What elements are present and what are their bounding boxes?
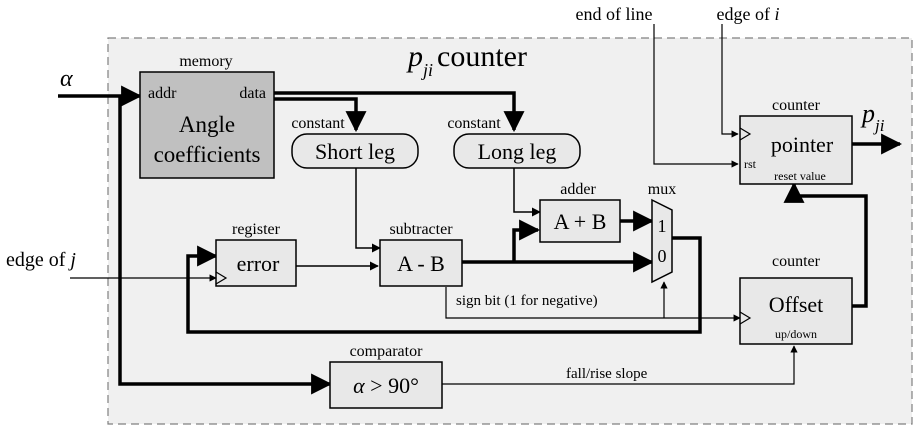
memory-line1: Angle (179, 112, 235, 137)
edge-i-wire (721, 24, 739, 138)
sign-bit-label: sign bit (1 for negative) (456, 293, 598, 309)
comparator-text: α > 90° (353, 373, 419, 398)
mux-feedback-wire (186, 236, 702, 334)
subtracter-label: subtracter (389, 221, 453, 238)
pointer-text: pointer (771, 132, 834, 157)
edge-of-j-label: edge of j (6, 249, 76, 271)
register-text: error (237, 251, 280, 276)
short-leg-block: constant Short leg (291, 115, 419, 169)
alpha-input-label: α (60, 66, 73, 92)
comparator-block: comparator α > 90° (329, 343, 443, 409)
pointer-reset-value: reset value (774, 169, 826, 183)
register-clock-mark (215, 271, 228, 285)
memory-block: memory addr data Angle coefficients (139, 53, 275, 179)
subtracter-text: A - B (397, 251, 445, 276)
adder-label: adder (560, 181, 596, 198)
short-leg-text: Short leg (315, 139, 395, 164)
comparator-label: comparator (350, 343, 424, 360)
output-label: pji (860, 99, 885, 135)
register-block: register error (215, 221, 297, 287)
short-leg-box (291, 133, 419, 169)
long-leg-constant-label: constant (447, 115, 501, 132)
data-to-short-leg-wire (274, 97, 367, 133)
pointer-rst: rst (744, 157, 757, 171)
pointer-counter-block: counter pointer rst reset value (739, 97, 853, 185)
offset-updown: up/down (775, 327, 817, 341)
subtracter-to-adder-wire (512, 219, 541, 262)
mux-label: mux (648, 181, 676, 198)
register-box (215, 239, 297, 287)
subtracter-box (379, 239, 463, 287)
short-leg-constant-label: constant (291, 115, 345, 132)
adder-text: A + B (554, 209, 607, 234)
long-leg-block: constant Long leg (447, 115, 581, 169)
long-leg-to-adder-wire (513, 168, 541, 217)
data-to-long-leg-wire (274, 91, 525, 133)
mux-block: mux 1 0 (648, 181, 676, 284)
adder-block: adder A + B (539, 181, 621, 243)
offset-box (739, 277, 853, 345)
mux-zero: 0 (658, 246, 667, 266)
offset-counter-block: counter Offset up/down (739, 253, 853, 345)
memory-label: memory (179, 53, 232, 70)
slope-label: fall/rise slope (566, 366, 648, 382)
end-of-line-wire (653, 24, 739, 168)
mux-shape (651, 198, 673, 284)
short-leg-to-subtracter-wire (355, 168, 381, 253)
memory-addr: addr (148, 85, 177, 102)
comparator-box (329, 361, 443, 409)
offset-text: Offset (769, 292, 824, 317)
edge-of-i-label: edge of i (717, 4, 780, 24)
offset-clock-mark (739, 311, 752, 325)
pointer-box (739, 115, 853, 185)
alpha-to-comparator-wire (118, 96, 333, 395)
memory-data: data (239, 85, 266, 102)
end-of-line-label: end of line (576, 4, 653, 24)
slope-wire (442, 345, 798, 385)
offset-to-pointer-wire (783, 181, 868, 308)
subtracter-block: subtracter A - B (379, 221, 463, 287)
long-leg-text: Long leg (478, 139, 557, 164)
long-leg-box (453, 133, 581, 169)
memory-box (139, 71, 275, 179)
adder-box (539, 199, 621, 243)
offset-counter-label: counter (772, 253, 821, 270)
pointer-clock-mark (739, 127, 752, 141)
memory-line2: coefficients (154, 142, 261, 167)
sign-bit-wire (445, 287, 741, 322)
register-label: register (232, 221, 281, 238)
mux-one: 1 (658, 216, 667, 236)
pointer-counter-label: counter (772, 97, 821, 114)
